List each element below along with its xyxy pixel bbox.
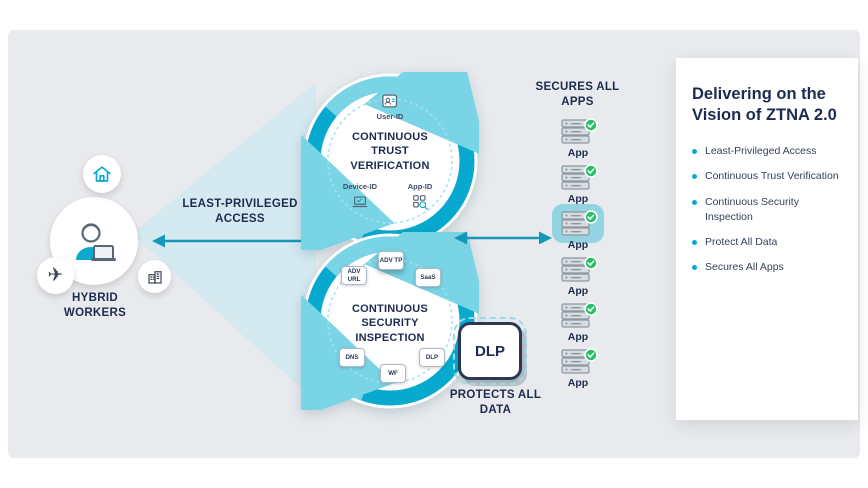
app-item: App [558,302,598,343]
device-id-label: Device-ID [342,182,378,191]
app-stack-icon [558,348,598,375]
security-badge-adv-url: ADV URL [341,266,367,285]
user-id-group: User-ID [376,92,404,121]
security-badge-saas: SaaS [415,268,441,287]
app-stack-icon [558,164,598,191]
bullet-item: Protect All Data [692,235,842,250]
panel-title: Delivering on the Vision of ZTNA 2.0 [692,85,837,125]
app-item: App [558,164,598,205]
trust-circle-title: CONTINUOUS TRUST VERIFICATION [350,131,430,172]
app-item: App [558,118,598,159]
security-badge-dlp: DLP [419,348,445,367]
ztna-summary-panel: Delivering on the Vision of ZTNA 2.0 Lea… [676,58,858,420]
security-badge-dns: DNS [339,348,365,367]
app-label: App [567,285,589,297]
secures-all-apps-label: SECURES ALL APPS [535,81,620,108]
dlp-badge: DLP [453,317,527,385]
bullet-item: Continuous Security Inspection [692,195,842,225]
device-id-group: Device-ID [331,182,389,211]
app-stack-icon [558,118,598,145]
building-icon [138,260,171,293]
airplane-icon: ✈ [37,257,74,294]
app-stack-icon [558,256,598,283]
app-label: App [567,377,589,389]
app-stack-icon [558,302,598,329]
app-item: App [558,210,598,251]
app-label: App [567,239,589,251]
home-icon [83,155,121,193]
app-label: App [567,193,589,205]
app-label: App [567,331,589,343]
user-id-icon [382,94,398,108]
left-double-arrow-icon [152,234,314,248]
app-id-group: App-ID [391,182,449,211]
bullet-item: Least-Privileged Access [692,144,842,159]
app-item: App [558,256,598,297]
hybrid-workers-label: HYBRID WORKERS [63,292,127,319]
device-id-icon [352,196,368,208]
user-id-label: User-ID [376,112,404,121]
security-badge-wf: WF [380,364,406,383]
app-item: App [558,348,598,389]
apps-column: App App [550,118,606,394]
least-privileged-access-label: LEAST-PRIVILEGED ACCESS [182,198,298,225]
security-inspection-circle: CONTINUOUS SECURITY INSPECTION ADV URL A… [301,232,479,410]
bullet-item: Secures All Apps [692,260,842,275]
protects-all-data-label: PROTECTS ALL DATA [449,389,542,416]
app-stack-icon [558,210,598,237]
security-badge-adv-tp: ADV TP [378,251,404,270]
trust-verification-circle: User-ID CONTINUOUS TRUST VERIFICATION De… [301,72,479,250]
app-label: App [567,147,589,159]
right-double-arrow-icon [454,231,552,245]
security-circle-title: CONTINUOUS SECURITY INSPECTION [352,303,428,344]
worker-avatar [50,197,138,285]
person-icon [76,223,116,261]
app-id-label: App-ID [407,182,433,191]
bullet-item: Continuous Trust Verification [692,169,842,184]
app-id-icon [413,195,428,210]
panel-bullet-list: Least-Privileged Access Continuous Trust… [692,144,842,275]
plane-glyph: ✈ [47,265,64,286]
